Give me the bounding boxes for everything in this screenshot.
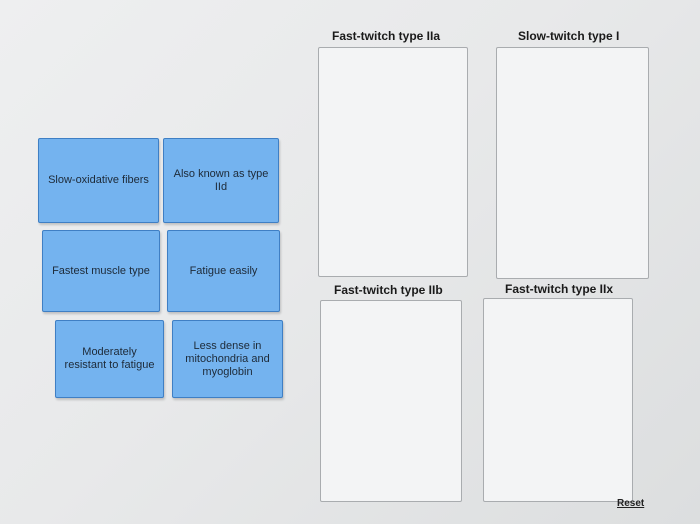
card-label: Fastest muscle type: [52, 264, 150, 277]
drag-card-fastest[interactable]: Fastest muscle type: [42, 230, 160, 312]
drag-card-moderately-resistant[interactable]: Moderately resistant to fatigue: [55, 320, 164, 398]
drop-zone-type-iib[interactable]: [320, 300, 462, 502]
drop-zone-type-iia[interactable]: [318, 47, 468, 277]
card-label: Also known as type IId: [173, 167, 269, 193]
reset-button[interactable]: Reset: [617, 498, 645, 509]
card-label: Slow-oxidative fibers: [48, 174, 149, 186]
zone-title-type-iia: Fast-twitch type IIa: [332, 29, 441, 43]
card-label: Less dense in mitochondria and myoglobin: [185, 339, 270, 378]
drag-card-slow-oxidative[interactable]: Slow-oxidative fibers: [38, 138, 159, 223]
drag-card-type-iid[interactable]: Also known as type IId: [163, 138, 279, 223]
zone-title-type-iib: Fast-twitch type IIb: [334, 283, 443, 297]
card-label: Fatigue easily: [189, 264, 258, 277]
drag-card-fatigue-easily[interactable]: Fatigue easily: [167, 230, 280, 312]
drop-zone-type-iix[interactable]: [483, 298, 633, 502]
drop-zone-type-i[interactable]: [496, 47, 649, 279]
zone-title-type-iix: Fast-twitch type IIx: [505, 282, 614, 296]
drag-card-less-dense[interactable]: Less dense in mitochondria and myoglobin: [172, 320, 283, 398]
zone-title-type-i: Slow-twitch type I: [518, 29, 620, 43]
card-label: Moderately resistant to fatigue: [64, 346, 155, 371]
